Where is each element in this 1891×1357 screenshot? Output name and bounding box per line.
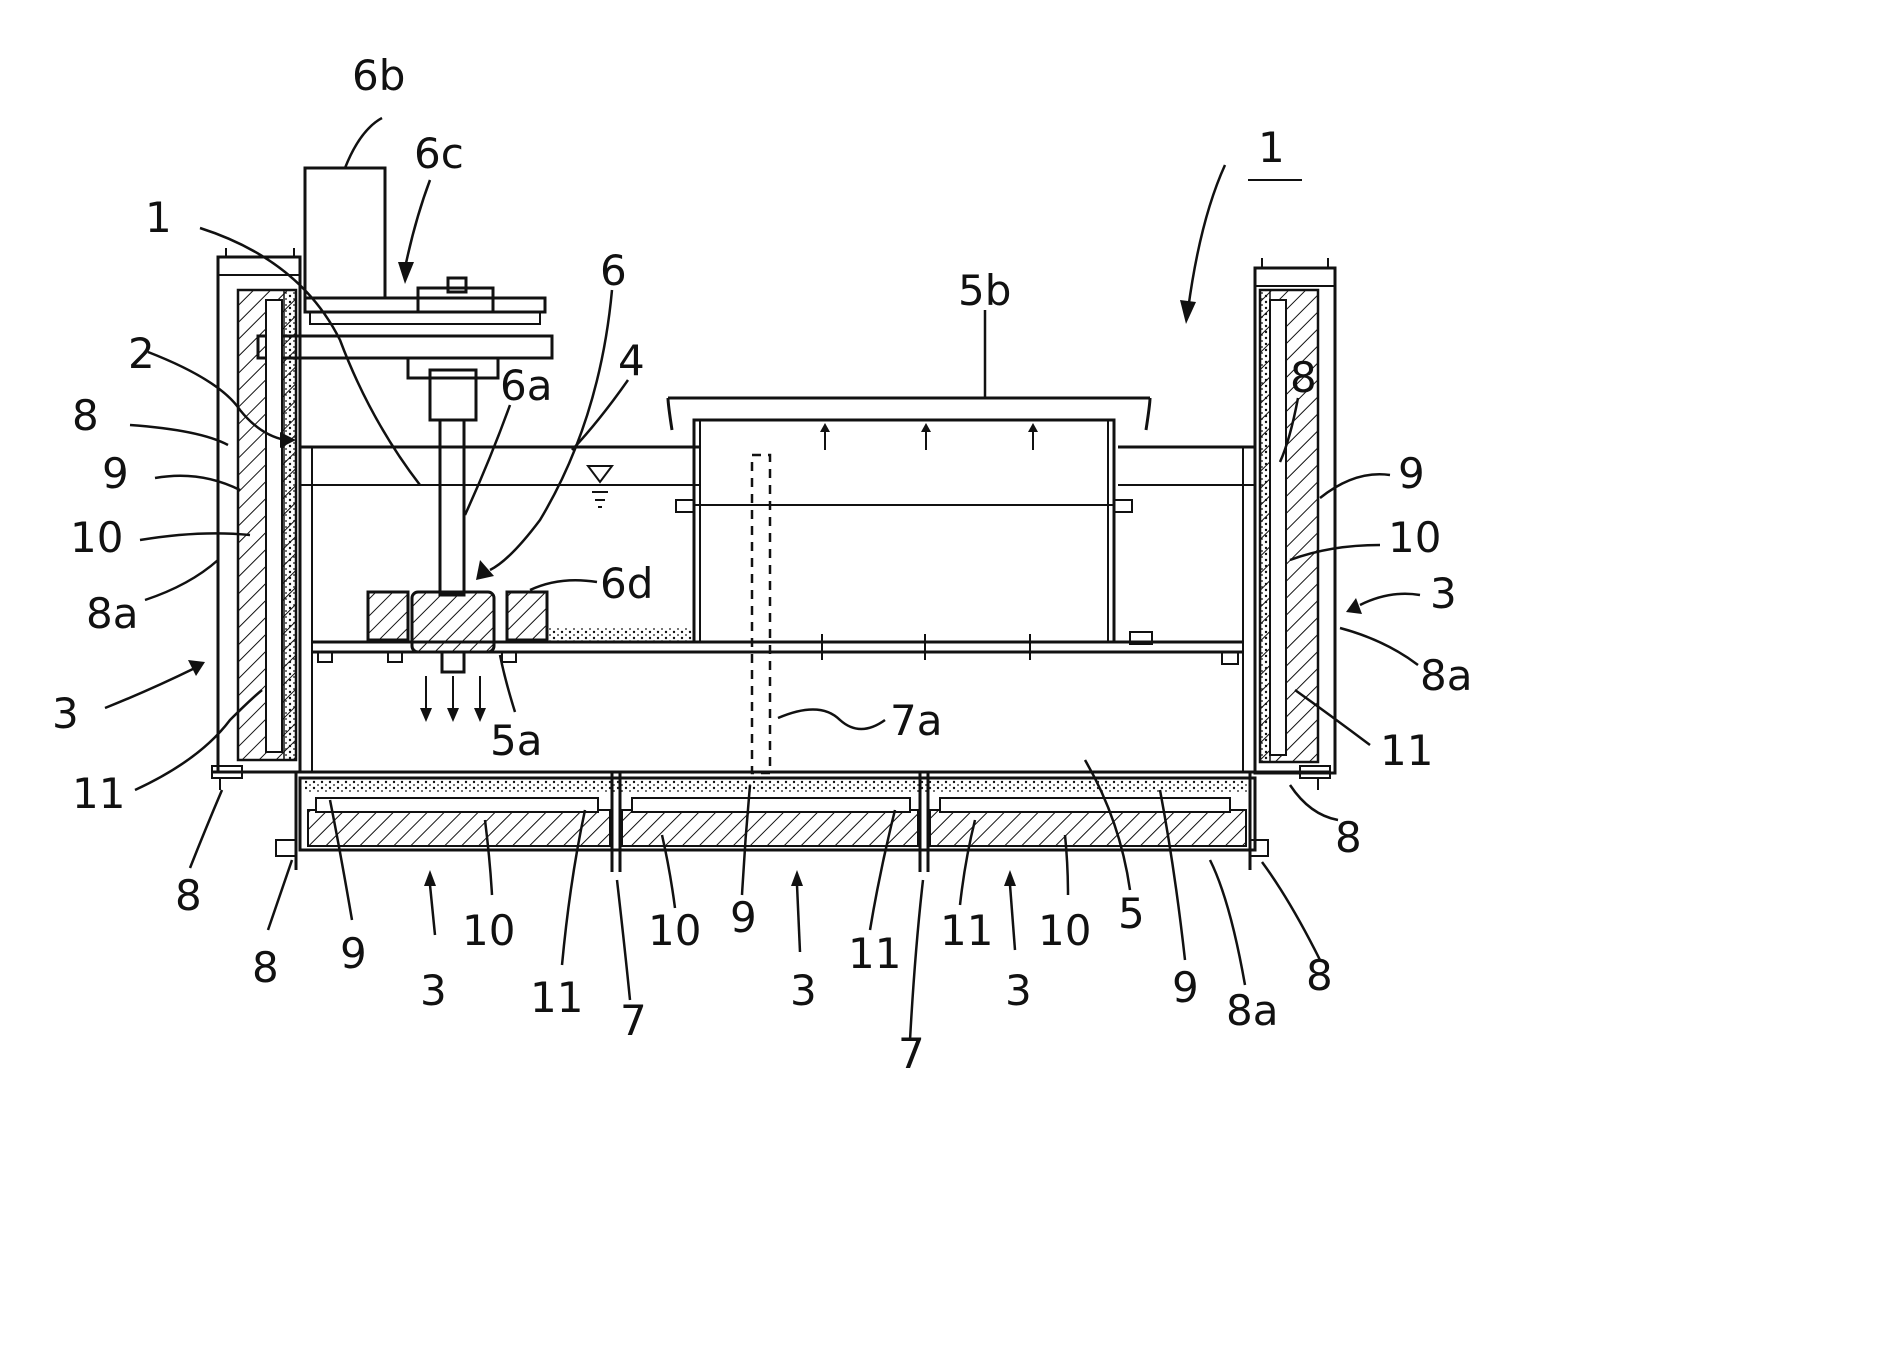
leader-8-bl <box>190 790 222 868</box>
label-6b: 6b <box>352 51 405 100</box>
leader-6c <box>405 180 430 268</box>
label-11-r: 11 <box>1380 726 1433 775</box>
label-8-bl: 8 <box>175 871 202 920</box>
label-5b: 5b <box>958 266 1011 315</box>
water-level-symbol <box>588 466 612 482</box>
leader-9-l <box>155 476 240 490</box>
basket-5b <box>668 398 1150 642</box>
leader-8-tl <box>130 425 228 445</box>
label-3-b2: 3 <box>790 966 817 1015</box>
dashed-element-7a <box>752 455 770 773</box>
leader-8-b1 <box>268 860 292 930</box>
leader-6d <box>530 580 597 590</box>
leader-8-b2 <box>1262 862 1320 960</box>
leader-8a-b <box>1210 860 1245 985</box>
label-11-b2: 11 <box>848 929 901 978</box>
leader-6 <box>490 290 612 570</box>
label-10-l: 10 <box>70 513 123 562</box>
label-2: 2 <box>128 329 155 378</box>
label-6a: 6a <box>500 361 552 410</box>
leader-8a-r <box>1340 628 1418 665</box>
shaft-coupling-upper <box>408 358 498 378</box>
leader-3-b1 <box>430 885 435 935</box>
label-4: 4 <box>618 336 645 385</box>
label-7a: 7a <box>890 696 942 745</box>
label-11-b1: 11 <box>530 973 583 1022</box>
leader-5a <box>500 655 515 712</box>
label-9-b2: 9 <box>730 893 757 942</box>
label-11-b3: 11 <box>940 906 993 955</box>
label-3-b3: 3 <box>1005 966 1032 1015</box>
leader-7a <box>778 709 885 729</box>
label-8-b1: 8 <box>252 943 279 992</box>
impeller-housing-right <box>507 592 547 640</box>
motor-mount-plate <box>258 336 552 358</box>
apparatus-cross-section-drawing: 6b 6c 1 1 6 5b 2 6a 4 8 8 9 9 10 10 8a 6… <box>0 0 1548 1134</box>
pulley-plate <box>305 298 545 312</box>
label-3-b1: 3 <box>420 966 447 1015</box>
label-5: 5 <box>1118 889 1145 938</box>
label-1-level: 1 <box>145 193 172 242</box>
label-11-l: 11 <box>72 769 125 818</box>
leader-3-b2 <box>797 885 800 952</box>
label-10-b1: 10 <box>462 906 515 955</box>
leader-7-b2 <box>910 880 923 1040</box>
label-6c: 6c <box>414 129 464 178</box>
label-8-tr: 8 <box>1290 353 1317 402</box>
label-9-b1: 9 <box>340 929 367 978</box>
label-5a: 5a <box>490 716 542 765</box>
label-9-l: 9 <box>102 449 129 498</box>
label-8-tl: 8 <box>72 391 99 440</box>
label-3-l: 3 <box>52 689 79 738</box>
heater-unit-right <box>1255 258 1335 773</box>
label-6d: 6d <box>600 559 653 608</box>
label-10-b2: 10 <box>648 906 701 955</box>
motor-6b <box>305 168 385 298</box>
leader-9-r <box>1320 474 1390 498</box>
label-7-b2: 7 <box>898 1029 925 1078</box>
label-8-b2: 8 <box>1306 951 1333 1000</box>
leader-3-r <box>1360 594 1420 605</box>
label-10-r: 10 <box>1388 513 1441 562</box>
shaft-nut <box>448 278 466 292</box>
label-8-br: 8 <box>1335 813 1362 862</box>
leader-7-b1 <box>617 880 630 1000</box>
label-3-r: 3 <box>1430 569 1457 618</box>
impeller-hub <box>442 652 464 672</box>
label-8a-b: 8a <box>1226 986 1278 1035</box>
basket-bottom-deposit <box>548 628 694 642</box>
leader-8-br <box>1290 785 1338 820</box>
drive-belt <box>310 312 540 324</box>
leader-4 <box>572 380 628 450</box>
leader-3-b3 <box>1010 885 1015 950</box>
leader-10-l <box>140 533 250 540</box>
leader-6b <box>345 118 382 168</box>
label-9-r: 9 <box>1398 449 1425 498</box>
label-7-b1: 7 <box>620 996 647 1045</box>
leader-1-main <box>1188 165 1225 310</box>
label-9-b3: 9 <box>1172 963 1199 1012</box>
heater-unit-bottom <box>276 772 1268 872</box>
label-8a-l: 8a <box>86 589 138 638</box>
leader-8a-l <box>145 560 218 600</box>
label-8a-r: 8a <box>1420 651 1472 700</box>
label-10-b3: 10 <box>1038 906 1091 955</box>
patent-figure: 6b 6c 1 1 6 5b 2 6a 4 8 8 9 9 10 10 8a 6… <box>0 0 1548 1134</box>
leader-3-l <box>105 668 195 708</box>
label-6: 6 <box>600 246 627 295</box>
flow-arrows <box>420 676 486 722</box>
label-1-main: 1 <box>1258 123 1285 172</box>
impeller-housing-left <box>368 592 408 640</box>
